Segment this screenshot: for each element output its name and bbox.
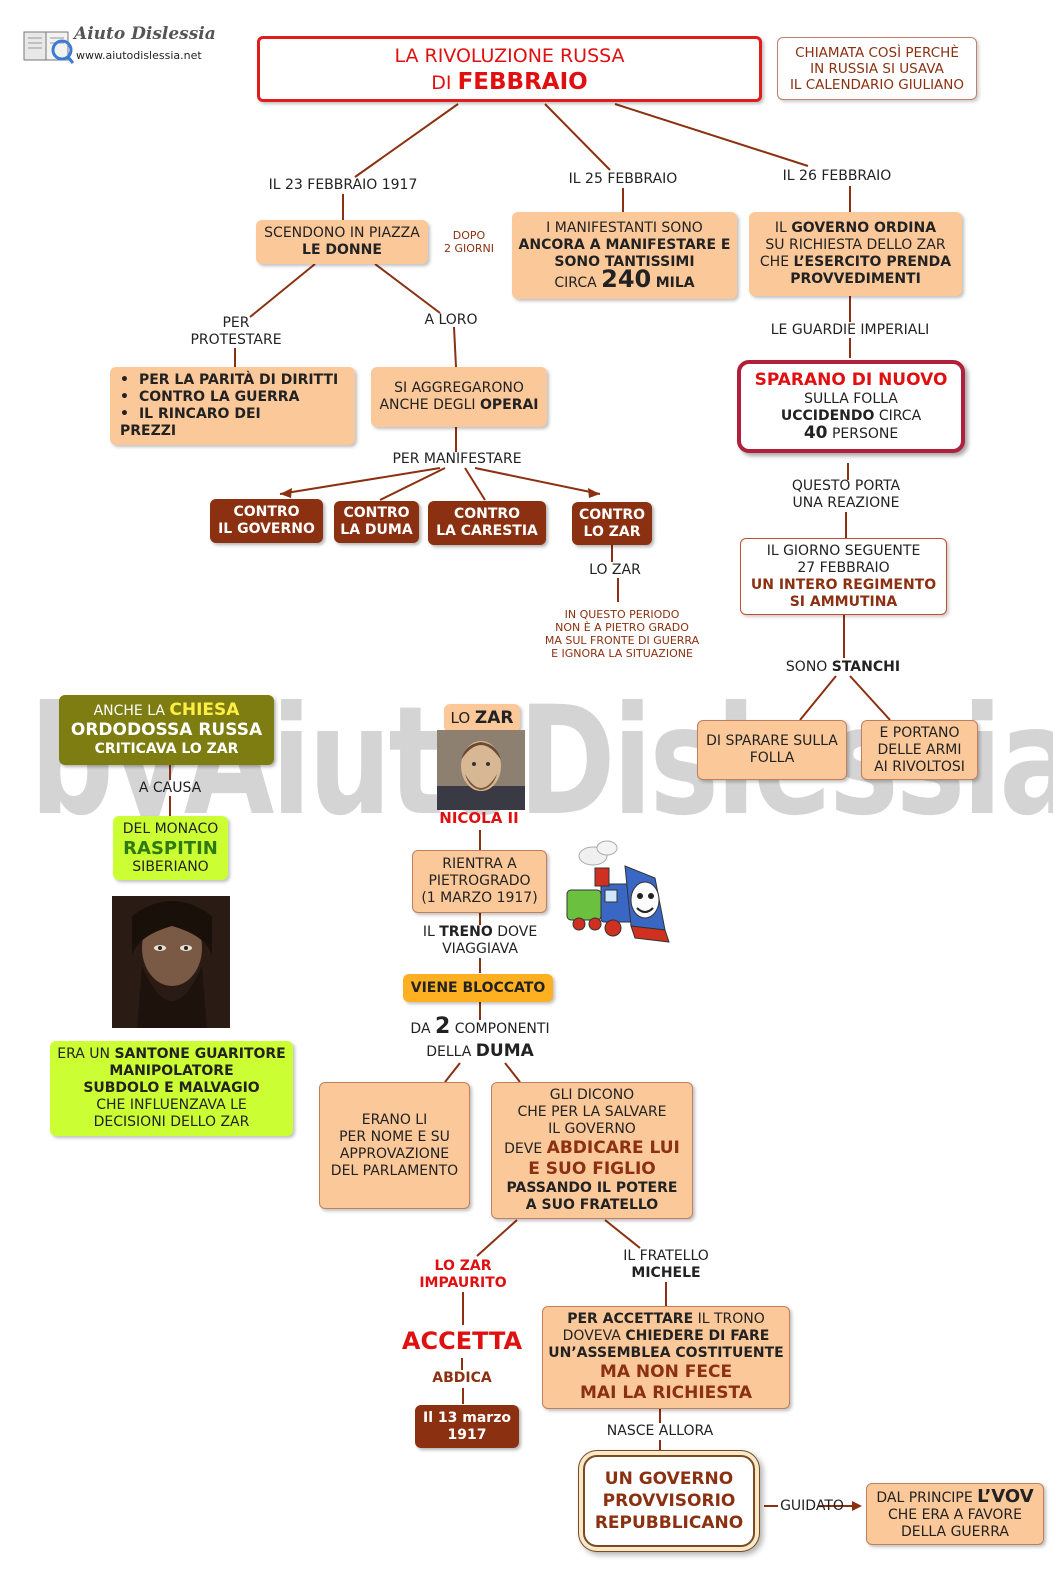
gli-dicono-box: GLI DICONO CHE PER LA SALVARE IL GOVERNO… <box>491 1082 693 1219</box>
title-box: LA RIVOLUZIONE RUSSA DI FEBBRAIO <box>257 36 762 102</box>
rasputin-portrait-icon <box>112 896 230 1028</box>
date-26-febbraio: IL 26 FEBBRAIO <box>782 168 892 184</box>
governo-ordina-box: IL GOVERNO ORDINA SU RICHIESTA DELLO ZAR… <box>749 212 962 296</box>
principe-box: DAL PRINCIPE L’VOV CHE ERA A FAVORE DELL… <box>866 1483 1044 1545</box>
giorno-seguente-box: IL GIORNO SEGUENTE 27 FEBBRAIO UN INTERO… <box>740 538 947 615</box>
santone-box: ERA UN SANTONE GUARITORE MANIPOLATORE SU… <box>50 1041 293 1136</box>
label-abdica: ABDICA <box>432 1370 492 1386</box>
reasons-box: PER LA PARITÀ DI DIRITTI CONTRO LA GUERR… <box>110 367 355 445</box>
accetta-label: ACCETTA <box>401 1327 523 1355</box>
viene-bloccato-box: VIENE BLOCCATO <box>403 974 553 1002</box>
lo-zar-header: LO ZAR <box>444 704 520 732</box>
label-due-componenti: DA 2 COMPONENTI DELLA DUMA <box>410 1014 550 1062</box>
logo-name: Aiuto Dislessia <box>74 24 216 44</box>
tsar-portrait-icon <box>437 730 525 810</box>
label-a-causa: A CAUSA <box>138 780 202 796</box>
reason-rincaro: IL RINCARO DEI <box>120 406 338 423</box>
manifestanti-box: I MANIFESTANTI SONO ANCORA A MANIFESTARE… <box>512 212 737 299</box>
operai-box: SI AGGREGARONO ANCHE DEGLI OPERAI <box>371 367 547 427</box>
reason-guerra: CONTRO LA GUERRA <box>120 389 338 406</box>
title-line2-prefix: DI <box>431 71 452 94</box>
label-sono-stanchi: SONO STANCHI <box>785 659 901 675</box>
title-line1: LA RIVOLUZIONE RUSSA <box>394 44 625 67</box>
chiesa-box: ANCHE LA CHIESA ORDODOSSA RUSSA CRITICAV… <box>59 695 274 765</box>
raspitin-box: DEL MONACO RASPITIN SIBERIANO <box>113 816 228 880</box>
label-treno: IL TRENO DOVE VIAGGIAVA <box>422 924 538 957</box>
sparano-box: SPARANO DI NUOVO SULLA FOLLA UCCIDENDO C… <box>737 360 965 453</box>
label-lo-zar: LO ZAR <box>589 562 641 578</box>
label-guardie-imperiali: LE GUARDIE IMPERIALI <box>770 322 930 338</box>
date-23-febbraio: IL 23 FEBBRAIO 1917 <box>268 177 418 193</box>
date-25-febbraio: IL 25 FEBBRAIO <box>568 171 678 187</box>
trono-box: PER ACCETTARE IL TRONO DOVEVA CHIEDERE D… <box>542 1306 790 1409</box>
book-logo-icon <box>23 31 74 64</box>
donne-box: SCENDONO IN PIAZZA LE DONNE <box>256 220 428 264</box>
label-nasce-allora: NASCE ALLORA <box>606 1423 714 1439</box>
label-a-loro: A LORO <box>424 312 478 328</box>
calendar-note: CHIAMATA COSÌ PERCHÈ IN RUSSIA SI USAVA … <box>777 37 977 100</box>
logo-url: www.aiutodislessia.net <box>76 49 202 62</box>
label-per-manifestare: PER MANIFESTARE <box>392 451 522 467</box>
reason-parita: PER LA PARITÀ DI DIRITTI <box>120 372 338 389</box>
train-cartoon-icon <box>566 840 670 943</box>
label-guidato: GUIDATO <box>780 1498 844 1514</box>
title-line2-bold: FEBBRAIO <box>457 68 588 95</box>
logo: Aiuto Dislessia www.aiutodislessia.net <box>22 24 216 68</box>
nicola-ii-label: NICOLA II <box>439 809 519 827</box>
